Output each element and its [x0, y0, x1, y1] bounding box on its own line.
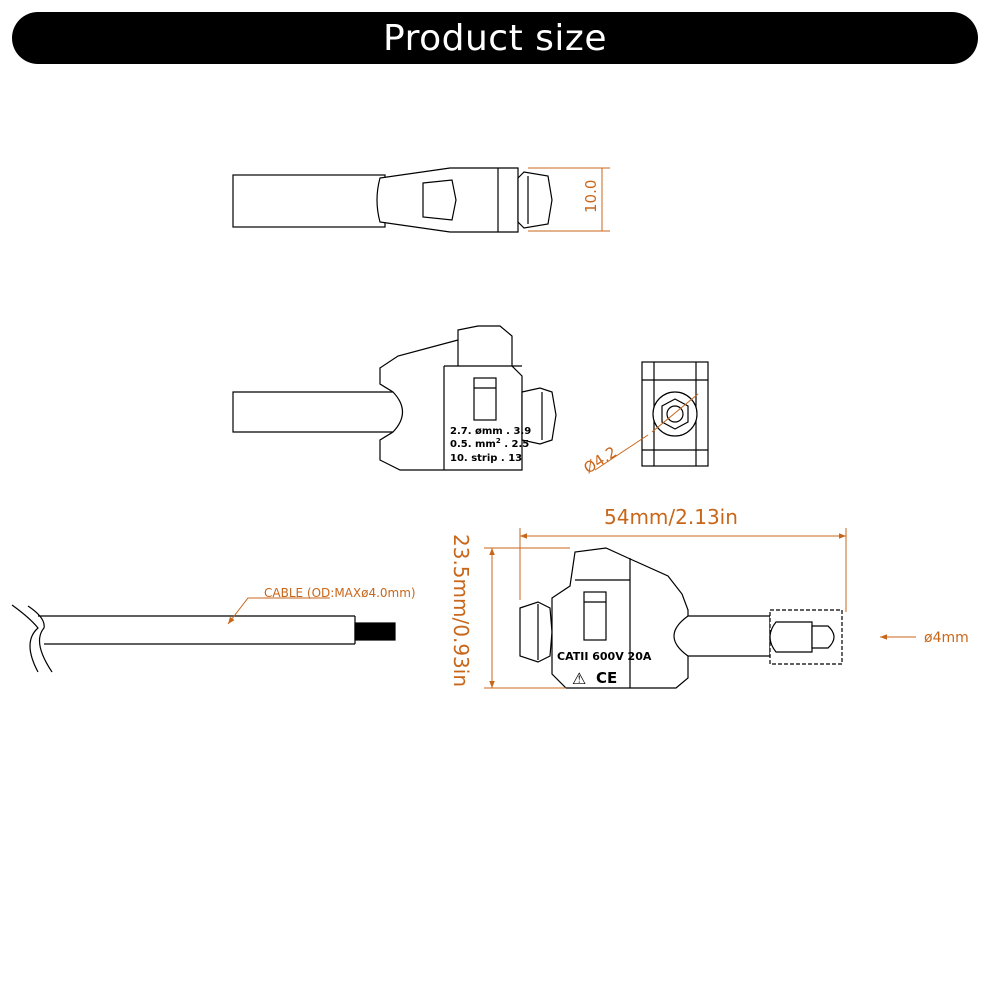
length-dimension — [519, 528, 847, 612]
title-banner: Product size — [12, 12, 978, 64]
hole-diameter-label: Ø4.2 — [580, 443, 620, 478]
top-height-label: 10.0 — [582, 180, 600, 213]
front-view — [519, 547, 843, 689]
height-label: 23.5mm/0.93in — [449, 534, 473, 687]
side-view-spec-label: 2.7. ømm . 3.9 0.5. mm2 . 2.5 10. strip … — [450, 426, 531, 464]
cable-spec-label: CABLE (OD:MAXø4.0mm) — [264, 586, 416, 600]
side-view-plug — [521, 387, 557, 445]
top-view-window — [422, 179, 457, 221]
side-view-body — [379, 325, 523, 471]
rating-text: CATII 600V 20A — [557, 650, 652, 663]
top-height-dimension — [528, 167, 610, 232]
ce-mark: CE — [596, 669, 617, 687]
cable-conductor — [354, 622, 396, 641]
pin-diameter-label: ø4mm — [924, 630, 969, 646]
front-view-rating-label: CATII 600V 20A ⚠ CE — [557, 650, 652, 688]
front-view-pin — [769, 621, 813, 653]
front-view-rear-cable — [673, 615, 771, 657]
top-view-plug — [517, 171, 553, 229]
spec-line-3: 10. strip . 13 — [450, 453, 522, 464]
spec-line-1: 2.7. ømm . 3.9 — [450, 426, 531, 437]
warning-icon: ⚠ — [572, 669, 586, 688]
front-view-body — [551, 547, 689, 689]
spec-line-2: 0.5. mm2 . 2.5 — [450, 437, 529, 450]
front-view-slot — [583, 591, 607, 641]
length-label: 54mm/2.13in — [604, 505, 738, 529]
height-dimension — [484, 547, 570, 689]
side-view-cable — [232, 391, 407, 433]
front-view-plug — [519, 601, 553, 663]
cable-drawing — [11, 604, 396, 673]
top-view — [232, 167, 553, 233]
page-title: Product size — [383, 17, 607, 59]
top-view-cable — [232, 174, 386, 228]
front-view-pin-tip — [811, 625, 835, 649]
end-view — [641, 361, 709, 467]
side-view-slot — [473, 377, 497, 421]
side-view — [232, 325, 557, 471]
